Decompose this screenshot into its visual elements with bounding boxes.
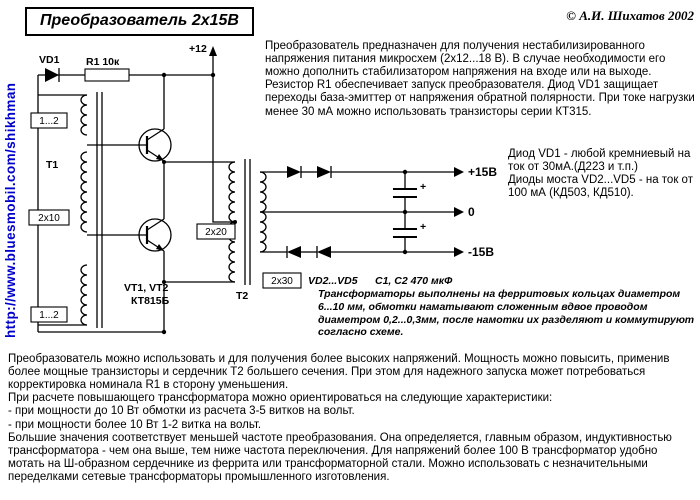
output-pos-label: +15В	[468, 165, 497, 179]
intro-paragraph-1: Преобразователь предназначен для получен…	[265, 40, 666, 79]
footer-paragraph: - при мощности до 10 Вт обмотки из расче…	[8, 405, 355, 418]
bridge-label: VD2...VD5	[308, 275, 358, 287]
r1-label: R1 10к	[86, 56, 120, 68]
t2-transformer: 2х20 2х30 T2	[162, 75, 302, 302]
t2-label: T2	[236, 290, 248, 302]
page-title: Преобразователь 2х15В	[40, 12, 239, 29]
footer-paragraph: При расчете повышающего трансформатора м…	[8, 392, 553, 405]
supply-arrow-icon	[209, 46, 217, 56]
footer-paragraph: Преобразователь можно использовать и для…	[8, 353, 670, 392]
output-neg-arrow-icon	[454, 247, 464, 257]
transistors-label: VT1, VT2	[124, 282, 169, 294]
footer-text: Преобразователь можно использовать и для…	[8, 353, 696, 484]
output-neg-label: -15В	[468, 245, 494, 259]
t1-winding-top-label: 1...2	[39, 116, 59, 127]
supply-label: +12	[189, 43, 207, 55]
t1-transformer: T1 1...2 2х10 1...2	[28, 92, 103, 328]
site-url-link[interactable]: http://www.bluesmobil.com/shikhman	[3, 82, 18, 338]
output-pos-arrow-icon	[454, 167, 464, 177]
r1-resistor: R1 10к	[84, 56, 130, 82]
intro-text: Преобразователь предназначен для получен…	[265, 40, 697, 119]
vt1-transistor	[87, 72, 172, 219]
note-bridge: Диоды моста VD2...VD5 - на ток от 100 мА…	[508, 174, 693, 200]
note-vd1: Диод VD1 - любой кремниевый на ток от 30…	[508, 148, 691, 174]
copyright: © А.И. Шихатов 2002	[566, 8, 694, 23]
t1-label: T1	[46, 159, 58, 171]
t1-winding-bot-label: 1...2	[39, 310, 59, 321]
footer-paragraph: - при мощности более 10 Вт 1-2 витка на …	[8, 418, 262, 431]
caps-label: С1, С2 470 мкФ	[375, 275, 453, 287]
intro-paragraph-2: Резистор R1 обеспечивает запуск преобраз…	[265, 79, 695, 118]
footer-paragraph: Большие значения соответствует меньшей ч…	[8, 431, 672, 483]
output-zero-arrow-icon	[454, 207, 464, 217]
circuit-schematic: +12 VD1 R1 10к T1 1...2 2х10 1...2	[28, 43, 497, 335]
filter-capacitors: + + С1, С2 470 мкФ	[375, 169, 453, 287]
rectifier-bridge: VD2...VD5	[260, 166, 454, 287]
c2-plus-sign: +	[420, 221, 426, 233]
vd1-label: VD1	[39, 54, 60, 66]
t2-secondary-label: 2х30	[271, 276, 293, 287]
t2-primary-label: 2х20	[205, 227, 227, 238]
t1-winding-mid-label: 2х10	[38, 213, 60, 224]
component-notes: Диод VD1 - любой кремниевый на ток от 30…	[508, 148, 698, 200]
output-terminals: +15В 0 -15В	[454, 165, 497, 259]
c1-plus-sign: +	[420, 181, 426, 193]
vd1-diode: VD1	[39, 54, 60, 82]
vt2-transistor	[87, 218, 172, 335]
transformer-note: Трансформаторы выполнены на ферритовых к…	[318, 288, 695, 339]
output-zero-label: 0	[468, 205, 475, 219]
transistor-type-label: КТ815Б	[131, 295, 170, 307]
title-box: Преобразователь 2х15В	[25, 7, 254, 36]
